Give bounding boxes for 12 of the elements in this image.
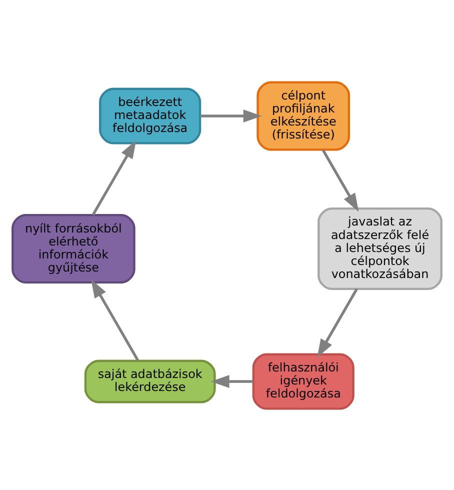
arrow — [91, 278, 140, 361]
node-box: célpont profiljának elkészítése (frissítése) — [256, 80, 350, 150]
arrow — [92, 139, 136, 216]
arrow — [322, 148, 359, 212]
node-box: saját adatbázisok lekérdezése — [84, 359, 216, 403]
node-box: nyílt forrásokból elérhető információk gyűjtése — [12, 214, 136, 283]
arrow — [317, 288, 358, 358]
node-box: javaslat az adatszerzők felé a lehetséges új célpontok vonatkozásában — [318, 206, 442, 290]
node-box: felhasználói igények feldolgozása — [252, 352, 354, 410]
arrow — [210, 374, 254, 388]
node-box: beérkezett metaadatok feldolgozása — [99, 87, 202, 144]
arrow — [200, 109, 262, 122]
